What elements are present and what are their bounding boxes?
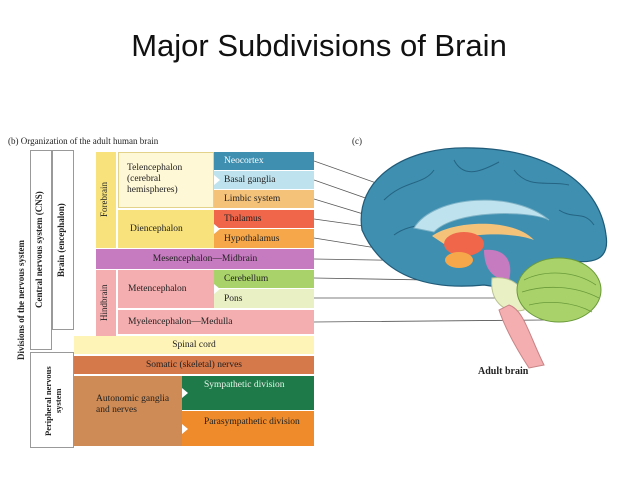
basal-ganglia-cell: Basal ganglia bbox=[214, 171, 314, 189]
myelencephalon-label: Myelencephalon—Medulla bbox=[128, 317, 233, 327]
neocortex-label: Neocortex bbox=[224, 156, 264, 166]
pons-label: Pons bbox=[224, 293, 243, 304]
brain-label: Brain (encephalon) bbox=[56, 203, 66, 277]
hypothalamus-label: Hypothalamus bbox=[224, 233, 280, 244]
myelencephalon-bar: Myelencephalon—Medulla bbox=[118, 310, 314, 334]
pns-column: Peripheral nervous system bbox=[30, 352, 74, 448]
diencephalon-box: Diencephalon bbox=[118, 210, 214, 248]
cerebellum-label: Cerebellum bbox=[224, 274, 269, 284]
hypothalamus-region bbox=[445, 252, 473, 268]
midbrain-region bbox=[484, 249, 511, 280]
cerebellum-region bbox=[516, 257, 602, 323]
forebrain-label: Forebrain bbox=[99, 182, 109, 218]
arrow-icon bbox=[214, 224, 220, 234]
telencephalon-label: Telencephalon (cerebral hemispheres) bbox=[127, 163, 183, 195]
spinal-cord-label: Spinal cord bbox=[172, 340, 216, 350]
limbic-system-label: Limbic system bbox=[224, 194, 281, 204]
diencephalon-label: Diencephalon bbox=[130, 224, 183, 234]
mesencephalon-bar: Mesencephalon—Midbrain bbox=[96, 249, 314, 269]
sympathetic-cell: Sympathetic division bbox=[182, 376, 314, 410]
panel-c-caption: (c) bbox=[352, 136, 362, 146]
limbic-region bbox=[432, 223, 534, 244]
somatic-label: Somatic (skeletal) nerves bbox=[145, 360, 243, 370]
metencephalon-label: Metencephalon bbox=[128, 284, 187, 294]
panel-b-caption: (b) Organization of the adult human brai… bbox=[8, 136, 159, 146]
sympathetic-label: Sympathetic division bbox=[204, 380, 285, 390]
basal-ganglia-region bbox=[413, 199, 550, 233]
autonomic-box: Autonomic ganglia and nerves bbox=[74, 376, 182, 446]
arrow-icon bbox=[214, 284, 220, 294]
arrow-icon bbox=[214, 175, 220, 185]
divisions-label: Divisions of the nervous system bbox=[16, 240, 26, 361]
mesencephalon-label: Mesencephalon—Midbrain bbox=[152, 254, 258, 264]
adult-brain-illustration bbox=[314, 147, 608, 369]
hypothalamus-cell: Hypothalamus bbox=[214, 229, 314, 248]
autonomic-label: Autonomic ganglia and nerves bbox=[96, 394, 170, 415]
hindbrain-label: Hindbrain bbox=[99, 284, 109, 322]
pns-label: Peripheral nervous system bbox=[43, 366, 63, 436]
forebrain-column: Forebrain bbox=[96, 152, 116, 248]
basal-ganglia-label: Basal ganglia bbox=[224, 175, 276, 185]
arrow-icon bbox=[182, 388, 188, 398]
cerebellum-cell: Cerebellum bbox=[214, 270, 314, 288]
thalamus-cell: Thalamus bbox=[214, 210, 314, 228]
medulla-region bbox=[498, 304, 545, 369]
somatic-bar: Somatic (skeletal) nerves bbox=[74, 356, 314, 374]
thalamus-label: Thalamus bbox=[224, 214, 262, 224]
hindbrain-column: Hindbrain bbox=[96, 270, 116, 336]
thalamus-region bbox=[444, 232, 484, 256]
cns-column: Central nervous system (CNS) bbox=[30, 150, 52, 350]
spinal-cord-bar: Spinal cord bbox=[74, 336, 314, 354]
telencephalon-box: Telencephalon (cerebral hemispheres) bbox=[118, 152, 214, 208]
pons-cell: Pons bbox=[214, 289, 314, 308]
cns-label: Central nervous system (CNS) bbox=[34, 191, 44, 309]
arrow-icon bbox=[182, 424, 188, 434]
limbic-system-cell: Limbic system bbox=[214, 190, 314, 208]
slide-title: Major Subdivisions of Brain bbox=[131, 28, 507, 63]
brain-column: Brain (encephalon) bbox=[52, 150, 74, 330]
pons-region bbox=[491, 277, 526, 312]
parasympathetic-cell: Parasympathetic division bbox=[182, 411, 314, 446]
metencephalon-box: Metencephalon bbox=[118, 270, 214, 308]
neocortex-cell: Neocortex bbox=[214, 152, 314, 170]
parasympathetic-label: Parasympathetic division bbox=[204, 417, 300, 427]
adult-brain-label: Adult brain bbox=[478, 366, 529, 377]
